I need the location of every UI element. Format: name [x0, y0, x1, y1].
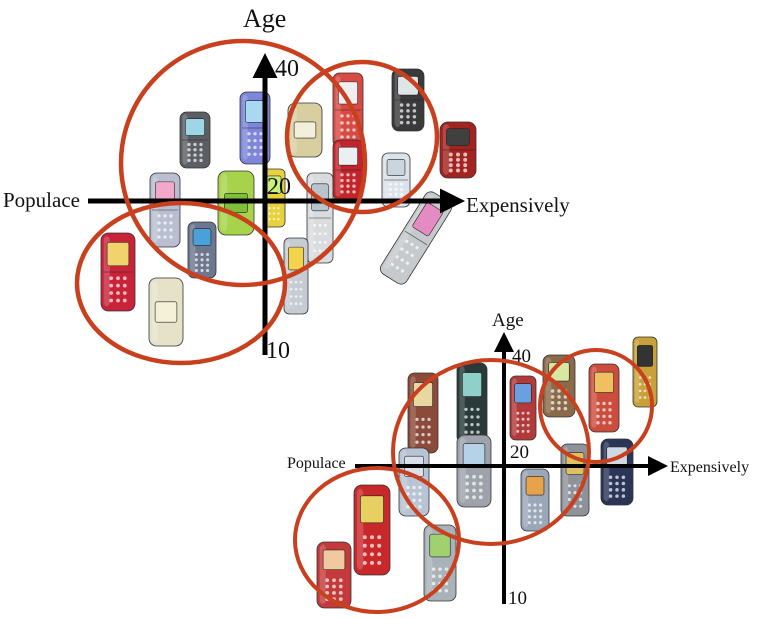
map-2-segments [293, 348, 654, 614]
map-1-tick-mid: 20 [267, 174, 291, 200]
phone-image [379, 191, 453, 285]
segment-circle-older-high-price [284, 59, 440, 215]
phone-image [520, 468, 550, 532]
phone-image [588, 363, 620, 433]
map-1-phones [100, 68, 477, 347]
map-1-tick-bottom: 10 [266, 338, 290, 364]
map-2-x-axis-right-label: Expensively [670, 459, 749, 476]
map-1-segments [74, 38, 440, 366]
map-2-x-axis-left-label: Populace [287, 455, 346, 472]
segment-circle-mid-age-mid-price [391, 358, 591, 546]
phone-image [439, 121, 477, 179]
phone-image [632, 336, 658, 408]
phone-image [600, 438, 634, 506]
phone-image [456, 434, 492, 508]
map-2-tick-bottom: 10 [508, 588, 527, 609]
map-1-x-axis-right-label: Expensively [466, 193, 570, 217]
segment-circle-older-high-price [538, 348, 654, 464]
phone-image [381, 152, 411, 208]
map-1-x-axis-left-label: Populace [3, 188, 80, 212]
map-2: Age Populace Expensively 40 20 10 [287, 310, 749, 614]
map-1-tick-top: 40 [275, 56, 299, 82]
phone-image [149, 172, 181, 248]
map-2-y-axis-label: Age [492, 310, 524, 331]
phone-image [283, 237, 309, 315]
phone-image [100, 232, 136, 312]
segment-circle-mid-age-mid-price [118, 38, 368, 288]
phone-image [148, 277, 184, 347]
segment-circle-young-low-price [74, 200, 288, 366]
phone-image [287, 102, 323, 158]
phone-image [179, 111, 211, 169]
phone-image [353, 484, 391, 576]
map-2-phones [316, 336, 658, 609]
phone-image [423, 524, 457, 602]
phone-image [332, 139, 364, 201]
phone-image [187, 221, 217, 279]
map-1-y-axis-label: Age [243, 4, 286, 33]
map-2-tick-mid: 20 [510, 442, 529, 463]
phone-image [509, 375, 537, 441]
map-1: Age Populace Expensively 40 20 10 [3, 4, 570, 366]
phone-image [456, 362, 488, 444]
phone-image [316, 541, 352, 609]
